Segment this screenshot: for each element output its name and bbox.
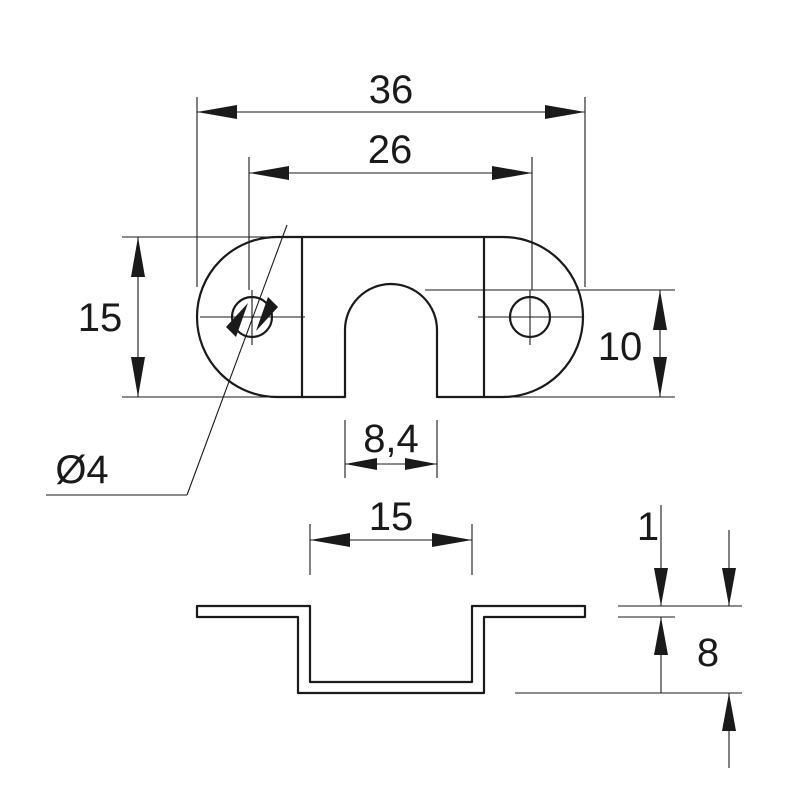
profile-outline — [195, 604, 587, 695]
dim-hole-diameter-label: Ø4 — [55, 448, 108, 492]
dim-depth: 8 — [515, 530, 742, 768]
dim-hole-spacing: 26 — [248, 128, 533, 290]
center-mark-right — [478, 290, 582, 345]
dim-overall-length: 36 — [196, 68, 586, 287]
front-view — [195, 604, 587, 695]
dim-thickness-label: 1 — [637, 505, 659, 549]
dim-slot-width-label: 8,4 — [363, 417, 419, 461]
dim-width: 15 — [78, 236, 277, 398]
dim-channel-width: 15 — [309, 495, 473, 575]
dim-height-to-hole: 10 — [425, 289, 675, 398]
dim-channel-width-label: 15 — [369, 495, 414, 539]
dim-depth-label: 8 — [697, 631, 719, 675]
top-view — [195, 235, 585, 399]
dim-slot-width: 8,4 — [344, 417, 438, 478]
dim-hole-diameter: Ø4 — [46, 224, 288, 496]
dim-hole-spacing-label: 26 — [368, 128, 413, 172]
dim-overall-length-label: 36 — [369, 68, 414, 112]
dim-width-label: 15 — [78, 296, 123, 340]
plate-outline — [195, 235, 585, 399]
dim-height-to-hole-label: 10 — [598, 325, 643, 369]
dim-thickness: 1 — [618, 505, 742, 693]
